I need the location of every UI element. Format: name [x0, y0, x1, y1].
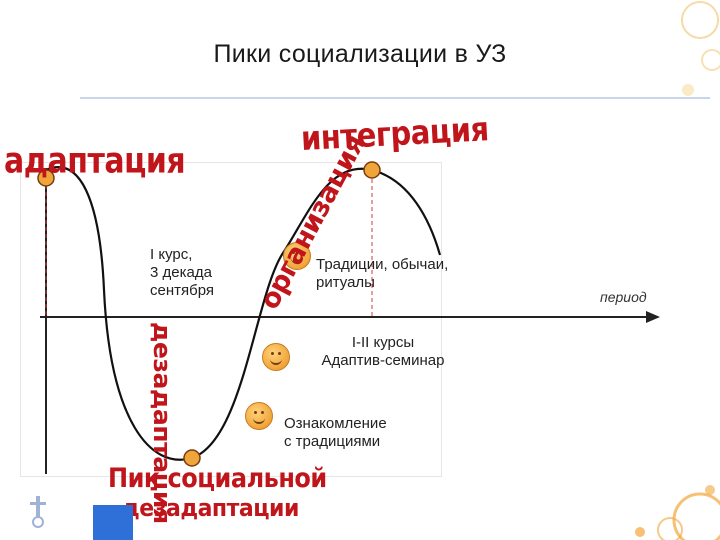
peak-dot-integration [363, 161, 381, 179]
title-underline [80, 97, 710, 99]
peak-dot-adaptation [37, 169, 55, 187]
label-peak-line1: Пик социальной [108, 463, 327, 494]
smiley-icon [245, 402, 273, 430]
peak-dot-disadaptation [183, 449, 201, 467]
label-peak-line2: дезадаптации [122, 495, 299, 523]
note-first-course: I курс, 3 декада сентября [150, 246, 215, 299]
note-traditions: Традиции, обычаи, ритуалы [316, 256, 449, 291]
note-courses-seminar: I-II курсы Адаптив-семинар [321, 334, 445, 369]
smiley-icon [262, 343, 290, 371]
logo-icon [30, 496, 46, 528]
smiley-icon [283, 242, 311, 270]
note-acquaintance: Ознакомление с традициями [284, 415, 387, 450]
x-axis-arrow [646, 311, 660, 323]
blue-square-decoration [93, 505, 133, 540]
corner-decoration-top [681, 1, 720, 96]
x-axis-label: период [600, 289, 647, 305]
label-adaptation: адаптация [4, 140, 186, 182]
slide-title: Пики социализации в УЗ [213, 40, 507, 68]
corner-decoration-bottom [635, 485, 720, 540]
